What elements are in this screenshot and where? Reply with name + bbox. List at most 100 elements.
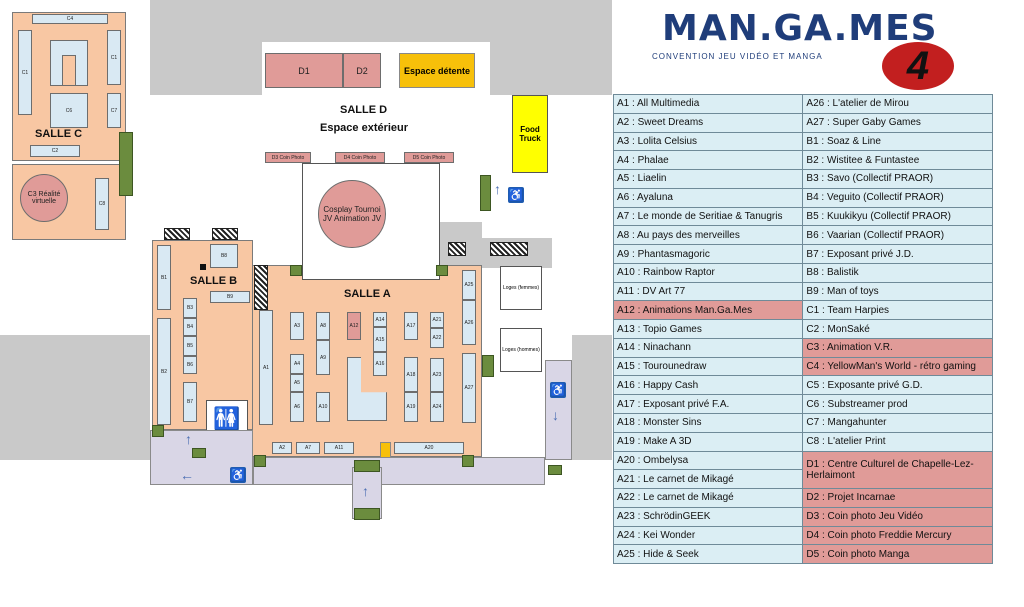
wheelchair-icon: ♿ bbox=[230, 467, 246, 483]
booth-a20: A20 bbox=[394, 442, 464, 454]
legend-entry: A13 : Topio Games bbox=[612, 319, 804, 339]
legend-entry: A20 : Ombelysa bbox=[612, 450, 804, 471]
pillar-black bbox=[200, 264, 206, 270]
legend-entry: B6 : Vaarian (Collectif PRAOR) bbox=[802, 225, 993, 246]
legend-entry: A1 : All Multimedia bbox=[612, 94, 804, 114]
legend-entry: A19 : Make A 3D bbox=[612, 431, 804, 452]
booth-a2: A2 bbox=[272, 442, 292, 454]
booth-a18: A18 bbox=[404, 357, 418, 392]
legend-entry: A6 : Ayaluna bbox=[612, 187, 804, 208]
relax-area: Espace détente bbox=[399, 53, 475, 88]
legend-entry: A3 : Lolita Celsius bbox=[612, 131, 804, 152]
booth-c8: C8 bbox=[95, 178, 109, 230]
outer-building bbox=[150, 0, 262, 95]
legend-entry: B7 : Exposant privé J.D. bbox=[802, 244, 993, 264]
legend-entry: A2 : Sweet Dreams bbox=[612, 112, 804, 133]
legend-entry: A22 : Le carnet de Mikagé bbox=[612, 488, 804, 508]
booth-a16: A16 bbox=[373, 352, 387, 376]
booth-a24: A24 bbox=[430, 392, 444, 422]
booth-c7: C7 bbox=[107, 93, 121, 128]
booth-a4: A4 bbox=[290, 354, 304, 374]
legend-entry: A8 : Au pays des merveilles bbox=[612, 225, 804, 246]
booth-b8: B8 bbox=[210, 244, 238, 268]
legend-entry: D2 : Projet Incarnae bbox=[802, 488, 993, 508]
legend-entry: C8 : L'atelier Print bbox=[802, 431, 993, 452]
legend-entry: A17 : Exposant privé F.A. bbox=[612, 394, 804, 415]
dressing-room-women: Loges (femmes) bbox=[500, 266, 542, 310]
exit-door bbox=[436, 265, 448, 276]
exit-door bbox=[548, 465, 562, 475]
exit-door bbox=[480, 175, 491, 211]
exit-door bbox=[192, 448, 206, 458]
booth-c6: C6 bbox=[50, 93, 88, 128]
logo-number: 4 bbox=[882, 42, 954, 90]
legend-entry: A4 : Phalae bbox=[612, 150, 804, 171]
booth-d2: D2 bbox=[343, 53, 381, 88]
salle-d-sublabel: Espace extérieur bbox=[320, 122, 409, 134]
cosplay-stage: Cosplay Tournoi JV Animation JV bbox=[318, 180, 386, 248]
legend-entry: A5 : Liaelin bbox=[612, 169, 804, 189]
exit-door bbox=[119, 132, 133, 196]
legend-entry: A10 : Rainbow Raptor bbox=[612, 262, 804, 283]
logo: MAN.GA.MES Convention jeu vidéo et Manga… bbox=[612, 0, 992, 92]
booth-b5: B5 bbox=[183, 336, 197, 356]
booth-b1: B1 bbox=[157, 245, 171, 310]
exit-door bbox=[354, 460, 380, 472]
booth-a8: A8 bbox=[316, 312, 330, 340]
booth-a21: A21 bbox=[430, 312, 444, 328]
legend-entry: A18 : Monster Sins bbox=[612, 413, 804, 433]
legend-entry: A11 : DV Art 77 bbox=[612, 281, 804, 302]
legend-entry: B3 : Savo (Collectif PRAOR) bbox=[802, 169, 993, 189]
outer-building bbox=[490, 0, 612, 95]
booth-c1-right: C1 bbox=[107, 30, 121, 85]
legend-entry: A7 : Le monde de Seritiae & Tanugris bbox=[612, 206, 804, 227]
legend-entry: A12 : Animations Man.Ga.Mes bbox=[612, 300, 804, 321]
food-truck: Food Truck bbox=[512, 95, 548, 173]
legend-entry: A21 : Le carnet de Mikagé bbox=[612, 469, 804, 490]
legend-entry: B8 : Balistik bbox=[802, 262, 993, 283]
legend-entry: D3 : Coin photo Jeu Vidéo bbox=[802, 506, 993, 527]
logo-title: MAN.GA.MES bbox=[662, 8, 938, 49]
legend-entry: A23 : SchrödinGEEK bbox=[612, 506, 804, 527]
exit-door bbox=[254, 455, 266, 467]
pillar bbox=[254, 265, 268, 310]
legend-entry: B1 : Soaz & Line bbox=[802, 131, 993, 152]
legend-entry: A25 : Hide & Seek bbox=[612, 544, 804, 565]
booth-d1: D1 bbox=[265, 53, 343, 88]
booth-b3: B3 bbox=[183, 298, 197, 318]
booth-d5: D5 Coin Photo bbox=[404, 152, 454, 163]
booth-d3: D3 Coin Photo bbox=[265, 152, 311, 163]
booth-a1: A1 bbox=[259, 310, 273, 425]
legend-entry: C2 : MonSaké bbox=[802, 319, 993, 339]
legend-entry: D5 : Coin photo Manga bbox=[802, 544, 993, 565]
booth-a22: A22 bbox=[430, 328, 444, 348]
booth-b2: B2 bbox=[157, 318, 171, 425]
corridor-right bbox=[545, 360, 572, 460]
legend-entry: A16 : Happy Cash bbox=[612, 375, 804, 396]
legend-entry: A9 : Phantasmagoric bbox=[612, 244, 804, 264]
legend-entry: B4 : Veguito (Collectif PRAOR) bbox=[802, 187, 993, 208]
exit-door bbox=[462, 455, 474, 467]
legend-entry: D1 : Centre Culturel de Chapelle-Lez-Her… bbox=[802, 450, 993, 490]
legend-entry: A27 : Super Gaby Games bbox=[802, 112, 993, 133]
legend-entry: C6 : Substreamer prod bbox=[802, 394, 993, 415]
legend-entry: B2 : Wistitee & Funtastee bbox=[802, 150, 993, 171]
legend-entry: A24 : Kei Wonder bbox=[612, 525, 804, 546]
booth-b6: B6 bbox=[183, 356, 197, 374]
booth-a17: A17 bbox=[404, 312, 418, 340]
exit-door bbox=[482, 355, 494, 377]
pillar bbox=[164, 228, 190, 240]
wheelchair-icon: ♿ bbox=[508, 187, 524, 203]
pillar bbox=[212, 228, 238, 240]
dressing-room-men: Loges (hommes) bbox=[500, 328, 542, 372]
arrow-icon: ↓ bbox=[552, 407, 559, 423]
booth-a3: A3 bbox=[290, 312, 304, 340]
arrow-icon: ↑ bbox=[362, 483, 369, 499]
corridor-bottom bbox=[253, 457, 545, 485]
booth-c3: C3 Réalité virtuelle bbox=[20, 174, 68, 222]
booth-b4: B4 bbox=[183, 318, 197, 336]
booth-a23: A23 bbox=[430, 358, 444, 392]
legend-entry: A26 : L'atelier de Mirou bbox=[802, 94, 993, 114]
legend-entry: A14 : Ninachann bbox=[612, 337, 804, 358]
